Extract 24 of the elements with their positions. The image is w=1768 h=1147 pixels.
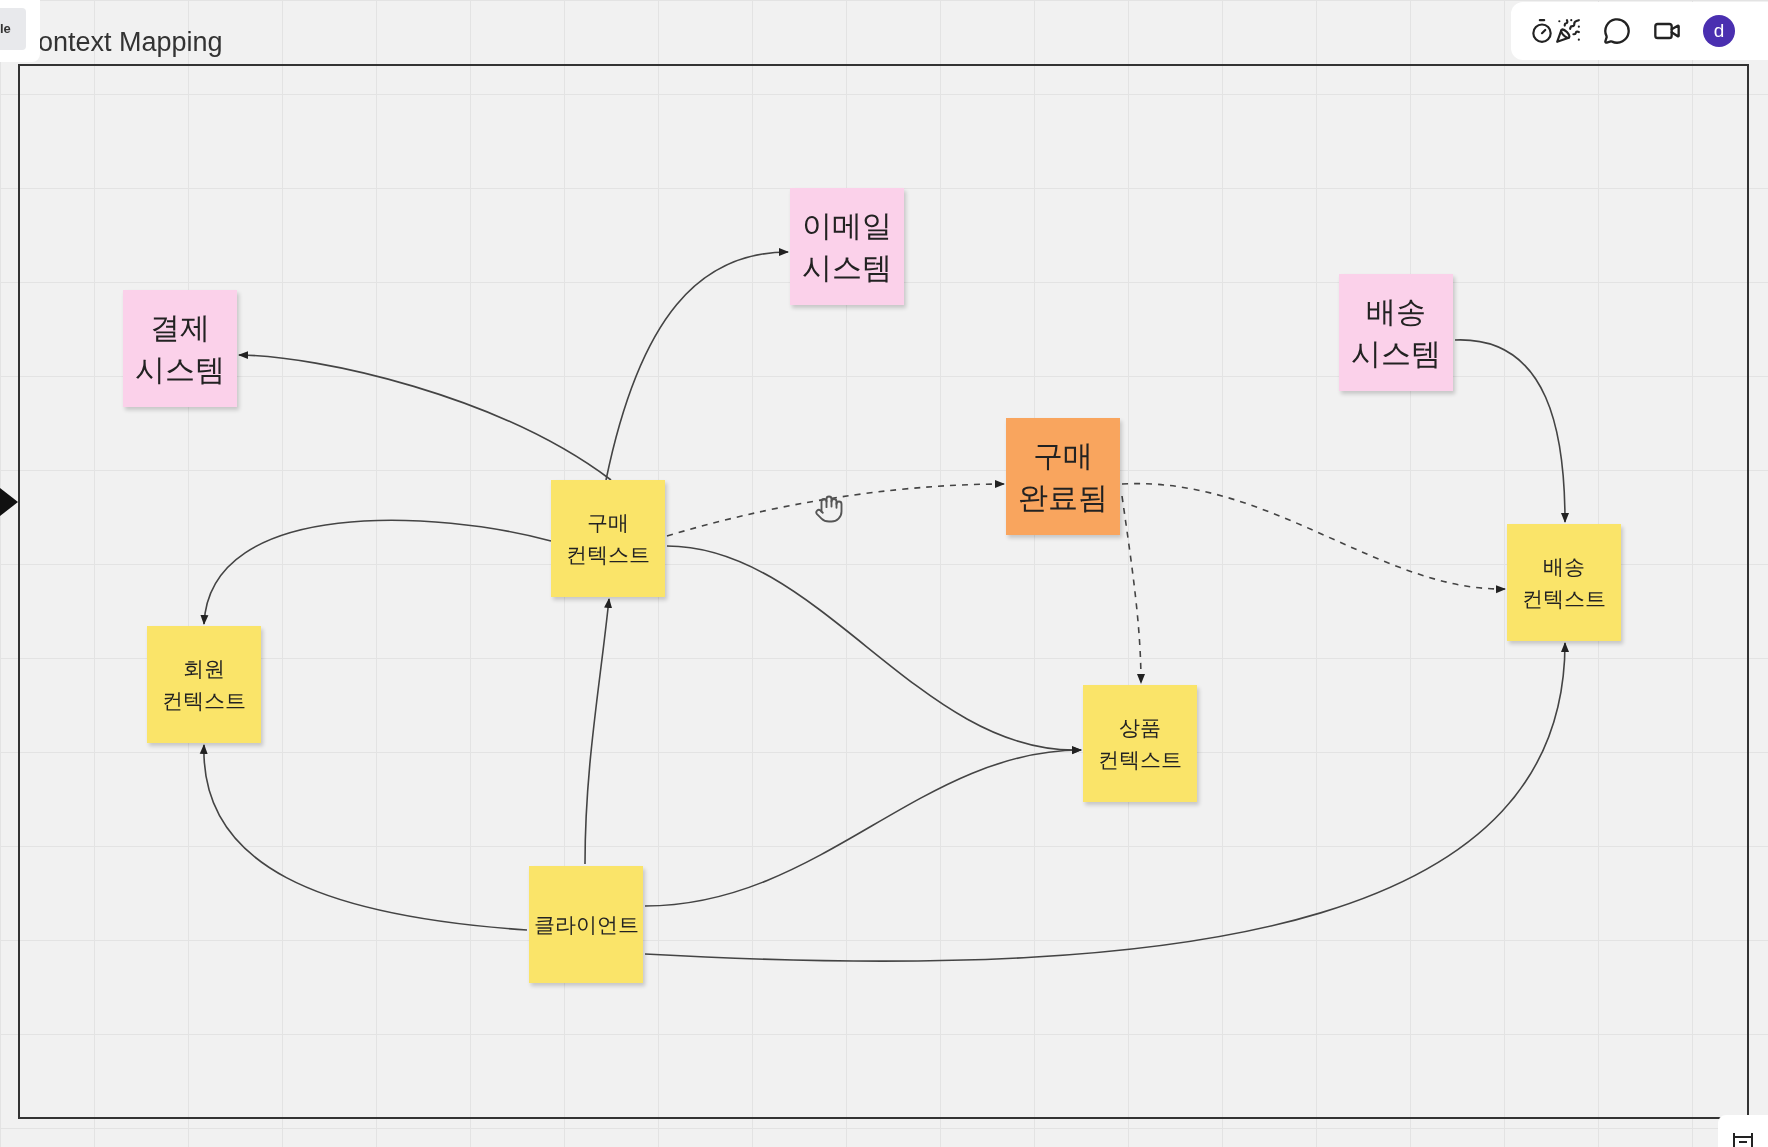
sticky-note: 회원 컨텍스트 (147, 626, 261, 743)
sticky-note: 배송 컨텍스트 (1507, 524, 1621, 641)
arrow (584, 598, 612, 865)
arrow (1121, 495, 1145, 684)
arrow (644, 642, 1568, 962)
sticky-note: 배송 시스템 (1339, 274, 1453, 391)
arrow (1121, 483, 1506, 593)
sticky-note: 이메일 시스템 (790, 188, 904, 305)
avatar: d (1703, 15, 1735, 47)
sticky-note: 구매 완료됨 (1006, 418, 1120, 535)
arrow (200, 744, 528, 931)
tab-label: le (0, 8, 26, 50)
arrow (1454, 339, 1569, 523)
frame-title: ontext Mapping (38, 26, 223, 59)
arrow (644, 746, 1082, 907)
arrow (666, 480, 1005, 537)
arrow (605, 248, 789, 481)
arrow (201, 519, 552, 625)
sticky-note: 클라이언트 (529, 866, 643, 983)
sticky-note: 상품 컨텍스트 (1083, 685, 1197, 802)
arrow (238, 351, 612, 481)
arrow (666, 545, 1082, 754)
sticky-note: 구매 컨텍스트 (551, 480, 665, 597)
sticky-note: 결제 시스템 (123, 290, 237, 407)
